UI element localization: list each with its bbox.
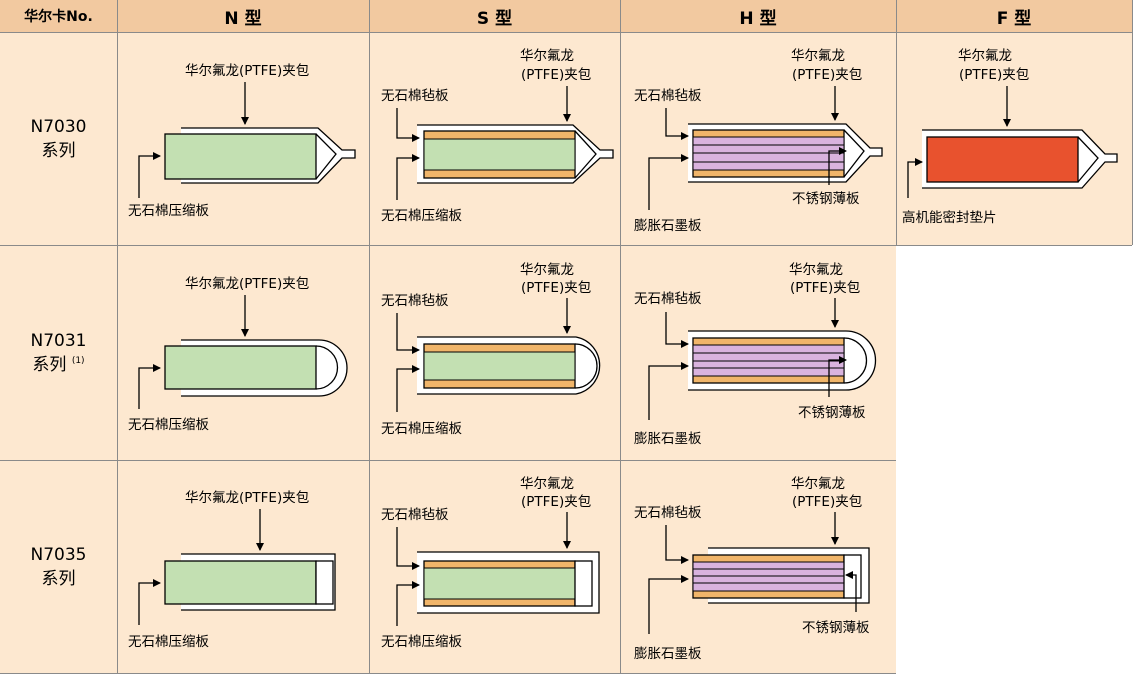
label-ptfe-line1: 华尔氟龙 xyxy=(789,262,843,278)
label-felt: 无石棉毡板 xyxy=(381,293,449,309)
header-f-type: F 型 xyxy=(896,0,1132,32)
label-ptfe-line2: (PTFE)夹包 xyxy=(959,67,1029,83)
diagram-h-row3: 华尔氟龙 (PTFE)夹包 无石棉毡板 膨胀石墨板 不锈钢薄板 xyxy=(634,476,870,662)
row-label-n7030: N7030 系列 xyxy=(0,32,117,245)
label-compressed: 无石棉压缩板 xyxy=(381,421,462,437)
header-s-type: S 型 xyxy=(369,0,620,32)
label-compressed: 无石棉压缩板 xyxy=(128,417,209,433)
diagram-h-row2: 华尔氟龙 (PTFE)夹包 无石棉毡板 膨胀石墨板 不锈钢薄板 xyxy=(634,262,877,447)
label-steel: 不锈钢薄板 xyxy=(798,405,866,421)
series-suffix: 系列 xyxy=(32,354,67,375)
header-n-type: N 型 xyxy=(117,0,369,32)
diagram-h-row1: 华尔氟龙 (PTFE)夹包 无石棉毡板 膨胀石墨板 不锈钢薄板 xyxy=(634,48,883,234)
label-ptfe-line2: (PTFE)夹包 xyxy=(521,67,591,83)
label-ptfe-line1: 华尔氟龙 xyxy=(958,48,1012,64)
label-steel: 不锈钢薄板 xyxy=(802,620,870,636)
label-steel: 不锈钢薄板 xyxy=(792,191,860,207)
label-compressed: 无石棉压缩板 xyxy=(128,634,209,650)
label-felt: 无石棉毡板 xyxy=(634,291,702,307)
label-ptfe: 华尔氟龙(PTFE)夹包 xyxy=(185,276,309,292)
label-felt: 无石棉毡板 xyxy=(634,88,702,104)
header-model-no: 华尔卡No. xyxy=(0,0,117,32)
label-ptfe-line1: 华尔氟龙 xyxy=(791,48,845,64)
label-compressed: 无石棉压缩板 xyxy=(128,203,209,219)
footnote-mark: (1) xyxy=(71,355,85,366)
label-ptfe-line2: (PTFE)夹包 xyxy=(792,67,862,83)
label-compressed: 无石棉压缩板 xyxy=(381,208,462,224)
label-ptfe-line1: 华尔氟龙 xyxy=(520,262,574,278)
label-ptfe-line1: 华尔氟龙 xyxy=(520,48,574,64)
label-ptfe: 华尔氟龙(PTFE)夹包 xyxy=(185,490,309,506)
label-ptfe-line1: 华尔氟龙 xyxy=(791,476,845,492)
diagram-f-row1: 华尔氟龙 (PTFE)夹包 高机能密封垫片 xyxy=(902,48,1118,226)
label-felt: 无石棉毡板 xyxy=(381,88,449,104)
label-ptfe-line1: 华尔氟龙 xyxy=(520,476,574,492)
diagram-n-row3: 华尔氟龙(PTFE)夹包 无石棉压缩板 xyxy=(128,490,336,650)
label-graphite: 膨胀石墨板 xyxy=(634,431,702,447)
label-ptfe-line2: (PTFE)夹包 xyxy=(792,494,862,510)
label-hp-sheet: 高机能密封垫片 xyxy=(902,209,997,226)
diagram-n-row2: 华尔氟龙(PTFE)夹包 无石棉压缩板 xyxy=(128,276,348,433)
row-label-n7035: N7035 系列 xyxy=(0,460,117,673)
label-graphite: 膨胀石墨板 xyxy=(634,646,702,662)
header-h-type: H 型 xyxy=(620,0,896,32)
series-code: N7035 xyxy=(30,544,87,565)
row-label-n7031: N7031 系列 (1) xyxy=(0,245,117,460)
label-graphite: 膨胀石墨板 xyxy=(634,218,702,234)
diagram-s-row2: 华尔氟龙 (PTFE)夹包 无石棉毡板 无石棉压缩板 xyxy=(381,262,601,437)
series-code: N7031 xyxy=(30,330,87,351)
label-ptfe-line2: (PTFE)夹包 xyxy=(521,280,591,296)
series-code: N7030 xyxy=(30,116,87,137)
label-compressed: 无石棉压缩板 xyxy=(381,634,462,650)
diagram-s-row3: 华尔氟龙 (PTFE)夹包 无石棉毡板 无石棉压缩板 xyxy=(381,476,600,650)
series-suffix: 系列 xyxy=(41,568,76,589)
label-ptfe: 华尔氟龙(PTFE)夹包 xyxy=(185,63,309,79)
diagram-n-row1: 华尔氟龙(PTFE)夹包 无石棉压缩板 xyxy=(128,63,356,219)
label-felt: 无石棉毡板 xyxy=(634,505,702,521)
series-suffix: 系列 xyxy=(41,140,76,161)
label-felt: 无石棉毡板 xyxy=(381,507,449,523)
label-ptfe-line2: (PTFE)夹包 xyxy=(521,494,591,510)
label-ptfe-line2: (PTFE)夹包 xyxy=(790,280,860,296)
diagram-s-row1: 华尔氟龙 (PTFE)夹包 无石棉毡板 无石棉压缩板 xyxy=(381,48,614,224)
